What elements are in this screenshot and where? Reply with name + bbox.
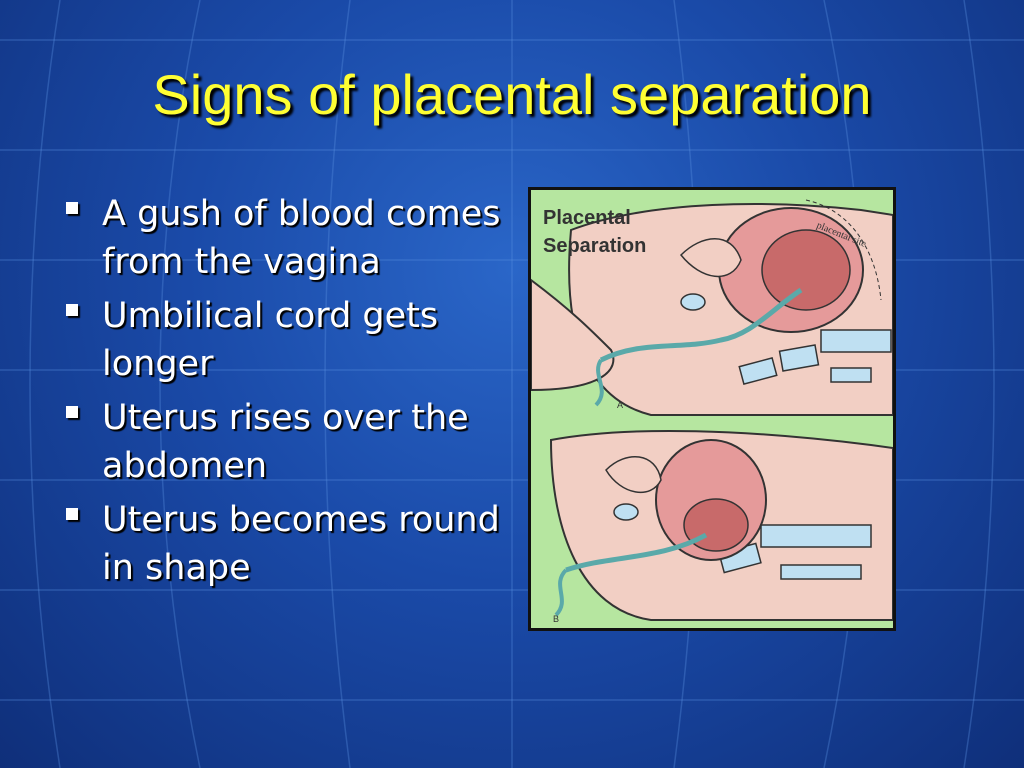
bullet-text: Uterus rises over the abdomen [102,398,469,486]
bullet-text: A gush of blood comes from the vagina [102,194,501,282]
placental-separation-illustration: Placental Separation placental site A B [528,187,896,631]
bullet-text: Uterus becomes round in shape [102,500,500,588]
bullet-list: A gush of blood comes from the vagina Um… [60,190,510,598]
bullet-text: Umbilical cord gets longer [102,296,439,384]
bullet-square-icon [66,202,78,214]
bullet-item: Umbilical cord gets longer [60,292,510,388]
illustration-drawing [531,199,893,621]
bullet-square-icon [66,304,78,316]
bullet-square-icon [66,508,78,520]
bullet-item: Uterus rises over the abdomen [60,394,510,490]
bullet-square-icon [66,406,78,418]
illustration-title-line-2: Separation [543,235,647,257]
bullet-item: A gush of blood comes from the vagina [60,190,510,286]
panel-b-label: B [553,614,560,624]
illustration-title-line-1: Placental [543,207,631,229]
illustration-title: Placental Separation [543,204,646,260]
bullet-item: Uterus becomes round in shape [60,496,510,592]
panel-a-label: A [617,400,624,410]
slide-title: Signs of placental separation [152,63,872,126]
